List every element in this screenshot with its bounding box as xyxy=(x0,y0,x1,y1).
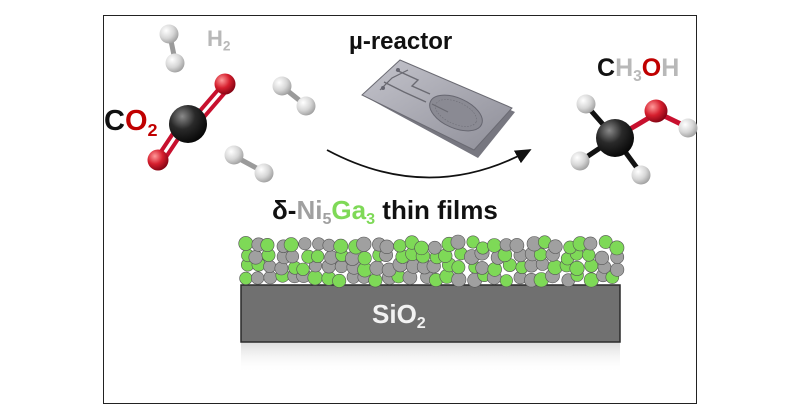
film-particle xyxy=(238,236,254,251)
hydrogen-symbol: H xyxy=(207,26,223,51)
film-particle xyxy=(487,238,502,253)
ni5ga3-thin-film xyxy=(238,234,625,288)
methanol-carbon-symbol: C xyxy=(597,54,616,82)
methanol-oxygen-symbol: O xyxy=(641,54,662,82)
film-particle xyxy=(311,249,325,263)
substrate-reflection xyxy=(241,341,620,373)
film-particle xyxy=(356,236,372,252)
film-particle xyxy=(594,250,610,265)
film-particle xyxy=(509,238,525,253)
methanol-hydrogen-symbol: H xyxy=(615,54,634,82)
carbon-dioxide-label: CO2 xyxy=(104,107,158,139)
film-particle xyxy=(475,261,489,275)
film-particle xyxy=(333,238,349,254)
film-particle xyxy=(296,262,310,276)
hydrogen-subscript: 2 xyxy=(222,38,231,54)
co2-molecule xyxy=(147,73,236,171)
h2-molecule-top xyxy=(159,24,185,73)
film-particle xyxy=(307,270,323,286)
film-particle xyxy=(548,239,563,254)
film-particle xyxy=(263,259,277,273)
methanol-hydroxyl-hydrogen-symbol: H xyxy=(661,54,680,82)
film-particle xyxy=(451,260,466,275)
film-nickel-subscript: 5 xyxy=(322,210,332,229)
film-particle xyxy=(609,240,625,256)
co2-subscript: 2 xyxy=(147,119,158,140)
film-particle xyxy=(476,241,490,255)
sio2-substrate xyxy=(240,284,621,343)
film-particle xyxy=(466,235,480,249)
film-particle xyxy=(582,248,596,262)
film-suffix: thin films xyxy=(375,195,498,225)
film-particle xyxy=(332,273,347,288)
h2-molecule-bottom xyxy=(224,145,274,183)
substrate-subscript: 2 xyxy=(416,314,426,333)
co2-oxygen-symbol: O xyxy=(124,105,148,137)
film-particle xyxy=(298,237,312,251)
film-particle xyxy=(239,271,253,286)
film-particle xyxy=(248,250,263,265)
film-particle xyxy=(610,262,625,277)
film-particle xyxy=(487,262,502,277)
film-particle xyxy=(450,234,466,250)
film-particle xyxy=(451,272,467,288)
film-gallium-symbol: Ga xyxy=(331,195,367,225)
film-particle xyxy=(427,240,442,255)
film-particle xyxy=(569,260,585,276)
film-particle xyxy=(368,273,383,288)
film-particle xyxy=(583,236,598,251)
substrate-symbol: SiO xyxy=(372,299,417,329)
methanol-label: CH3OH xyxy=(597,54,680,85)
film-particle xyxy=(334,259,349,274)
micro-reactor-chip-image xyxy=(361,59,515,158)
reactor-title: µ-reactor xyxy=(349,28,453,55)
reaction-arrow xyxy=(326,149,532,179)
film-particle xyxy=(598,235,613,249)
film-particle xyxy=(260,238,275,253)
thin-film-label: δ-Ni5Ga3 thin films xyxy=(272,197,498,227)
film-particle xyxy=(283,237,299,253)
film-particle xyxy=(499,274,513,288)
film-particle xyxy=(379,239,394,255)
film-particle xyxy=(414,240,429,256)
methanol-hydrogen-subscript: 3 xyxy=(633,67,642,85)
film-nickel-symbol: Ni xyxy=(296,195,323,225)
film-particle xyxy=(251,271,265,285)
h2-molecule-middle xyxy=(272,76,316,116)
film-particle xyxy=(393,239,407,253)
film-particle xyxy=(357,251,372,266)
film-gallium-subscript: 3 xyxy=(366,210,376,229)
film-phase-prefix: δ- xyxy=(272,195,297,225)
hydrogen-label: H2 xyxy=(207,28,230,53)
film-particle xyxy=(322,238,336,252)
film-particle xyxy=(369,260,385,276)
co2-carbon-symbol: C xyxy=(104,105,125,137)
methanol-molecule xyxy=(570,94,698,185)
substrate-label: SiO2 xyxy=(372,301,426,331)
film-particle xyxy=(285,249,299,264)
